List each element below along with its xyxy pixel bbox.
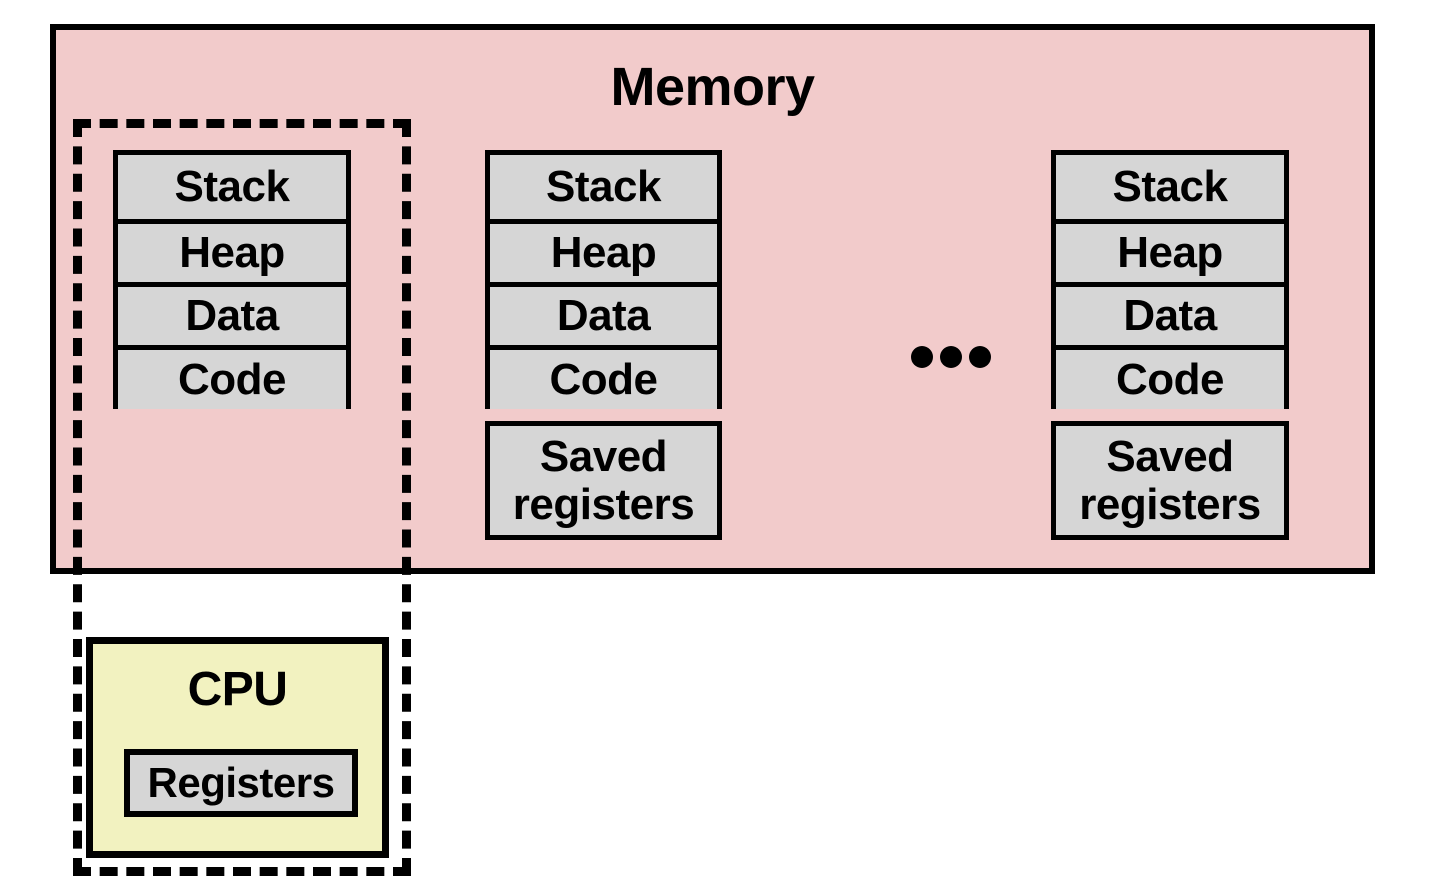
- process-2-saved-registers: Saved registers: [485, 421, 722, 540]
- segment-stack: Stack: [490, 155, 717, 219]
- segment-code: Code: [1056, 345, 1284, 409]
- segment-heap: Heap: [118, 219, 346, 282]
- ellipsis-dot-3: [969, 346, 991, 368]
- segment-data: Data: [118, 282, 346, 345]
- segment-code: Code: [490, 345, 717, 409]
- segment-heap: Heap: [1056, 219, 1284, 282]
- cpu-registers-box: Registers: [124, 749, 358, 817]
- segment-code: Code: [118, 345, 346, 409]
- memory-title: Memory: [610, 57, 815, 117]
- ellipsis-dot-2: [940, 346, 962, 368]
- segment-data: Data: [490, 282, 717, 345]
- segment-data: Data: [1056, 282, 1284, 345]
- process-n-segments: Stack Heap Data Code: [1051, 150, 1289, 409]
- cpu-label: CPU: [187, 663, 288, 716]
- process-n-saved-registers: Saved registers: [1051, 421, 1289, 540]
- process-1-segments: Stack Heap Data Code: [113, 150, 351, 409]
- ellipsis-dot-1: [911, 346, 933, 368]
- ellipsis-indicator: [911, 335, 991, 379]
- segment-stack: Stack: [1056, 155, 1284, 219]
- cpu-box: CPU Registers: [86, 637, 389, 858]
- process-2-segments: Stack Heap Data Code: [485, 150, 722, 409]
- memory-region: Memory Stack Heap Data Code Stack Heap D…: [50, 24, 1375, 574]
- segment-heap: Heap: [490, 219, 717, 282]
- segment-stack: Stack: [118, 155, 346, 219]
